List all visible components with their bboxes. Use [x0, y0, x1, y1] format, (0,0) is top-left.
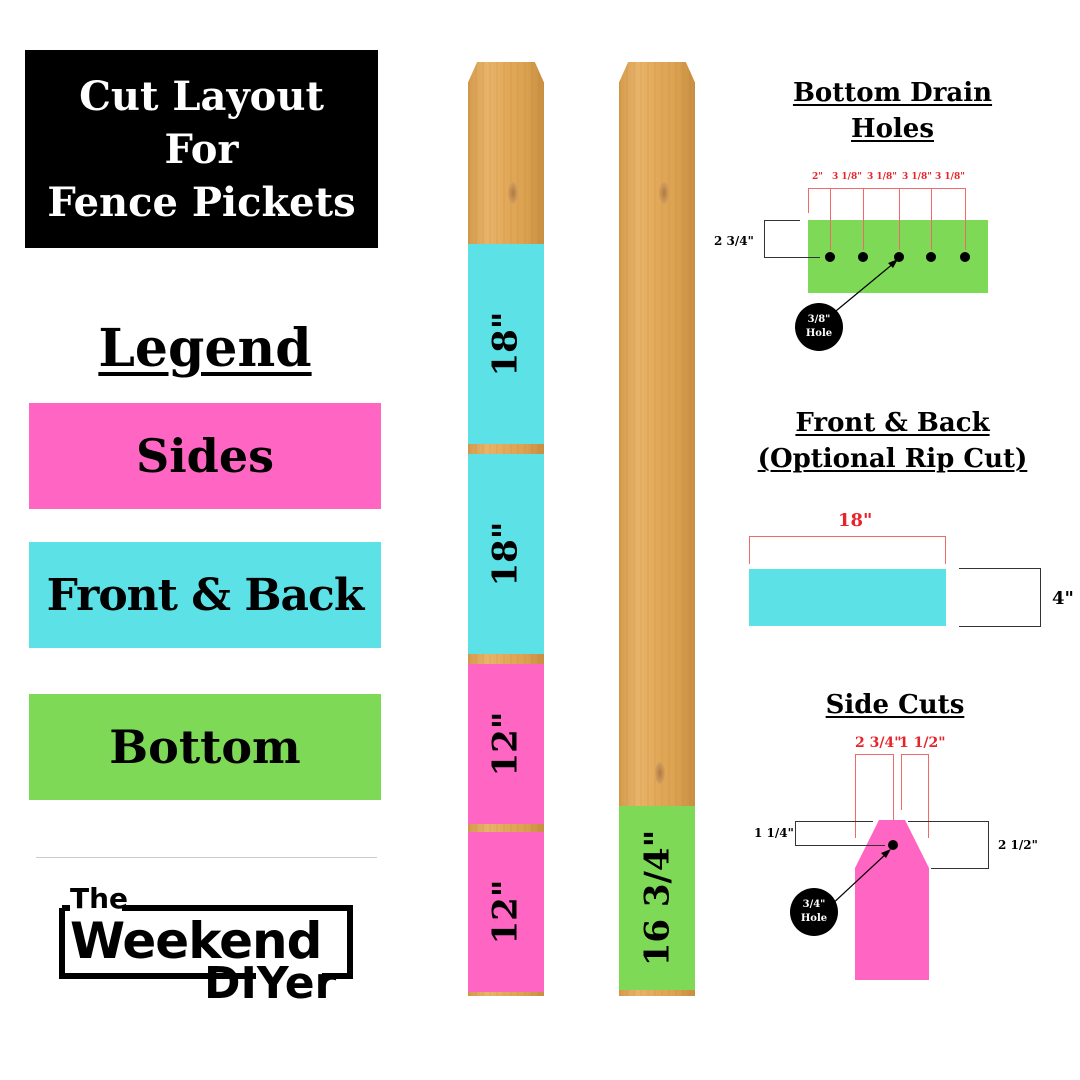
arrow-icon: [828, 849, 891, 908]
drain-spacing-2: 3 1/8": [832, 172, 862, 182]
drain-hole: [926, 252, 936, 262]
frontback-length-label: 18": [838, 510, 873, 531]
drain-hole: [960, 252, 970, 262]
title-line-3: Fence Pickets: [47, 178, 356, 226]
side-hole: [888, 840, 898, 850]
front-back-board-diagram: [749, 569, 946, 626]
drain-hole-callout: 3/8" Hole: [795, 303, 843, 351]
drain-height-label: 2 3/4": [714, 234, 754, 248]
weekend-diyer-logo: The Weekend DIYer: [58, 880, 358, 1010]
drain-spacing-4: 3 1/8": [902, 172, 932, 182]
frontback-title: Front & Back (Optional Rip Cut): [757, 408, 1028, 474]
logo-diyer: DIYer: [204, 958, 337, 1009]
segment-bottom: 16 3/4": [619, 806, 695, 990]
drain-spacing-1: 2": [812, 172, 823, 182]
sidecut-dim-right: 1 1/2": [899, 735, 946, 751]
segment-front-back-2: 18": [468, 454, 544, 654]
drain-spacing-5: 3 1/8": [935, 172, 965, 182]
picket-1: 18" 18" 12" 12": [468, 62, 544, 996]
title-line-2: For: [164, 125, 239, 173]
wood-knot: [508, 182, 518, 204]
picket-2: 16 3/4": [619, 62, 695, 996]
side-hole-callout: 3/4" Hole: [790, 888, 838, 936]
segment-front-back-1: 18": [468, 244, 544, 444]
segment-side-2: 12": [468, 832, 544, 992]
drain-hole: [894, 252, 904, 262]
logo-weekend: Weekend: [70, 912, 322, 970]
logo-frame-icon: [59, 905, 353, 979]
sidecut-bevel-label: 2 1/2": [998, 838, 1038, 852]
title-box: Cut Layout For Fence Pickets: [25, 50, 378, 248]
legend-title: Legend: [98, 318, 312, 379]
sidecuts-title: Side Cuts: [825, 690, 965, 720]
title-line-1: Cut Layout: [79, 72, 324, 120]
logo-the: The: [70, 882, 129, 915]
legend-item-front-back: Front & Back: [29, 542, 381, 648]
drain-spacing-3: 3 1/8": [867, 172, 897, 182]
wood-knot: [655, 762, 665, 784]
sidecut-hole-down-label: 1 1/4": [754, 826, 794, 840]
side-piece-diagram: [855, 820, 929, 980]
segment-side-1: 12": [468, 664, 544, 824]
divider: [36, 857, 377, 858]
drain-hole: [825, 252, 835, 262]
legend-item-sides: Sides: [29, 403, 381, 509]
drain-hole: [858, 252, 868, 262]
frontback-width-label: 4": [1052, 588, 1074, 609]
sidecut-dim-left: 2 3/4": [855, 735, 902, 751]
legend-item-bottom: Bottom: [29, 694, 381, 800]
wood-knot: [659, 182, 669, 204]
drain-title: Bottom Drain Holes: [792, 78, 993, 144]
